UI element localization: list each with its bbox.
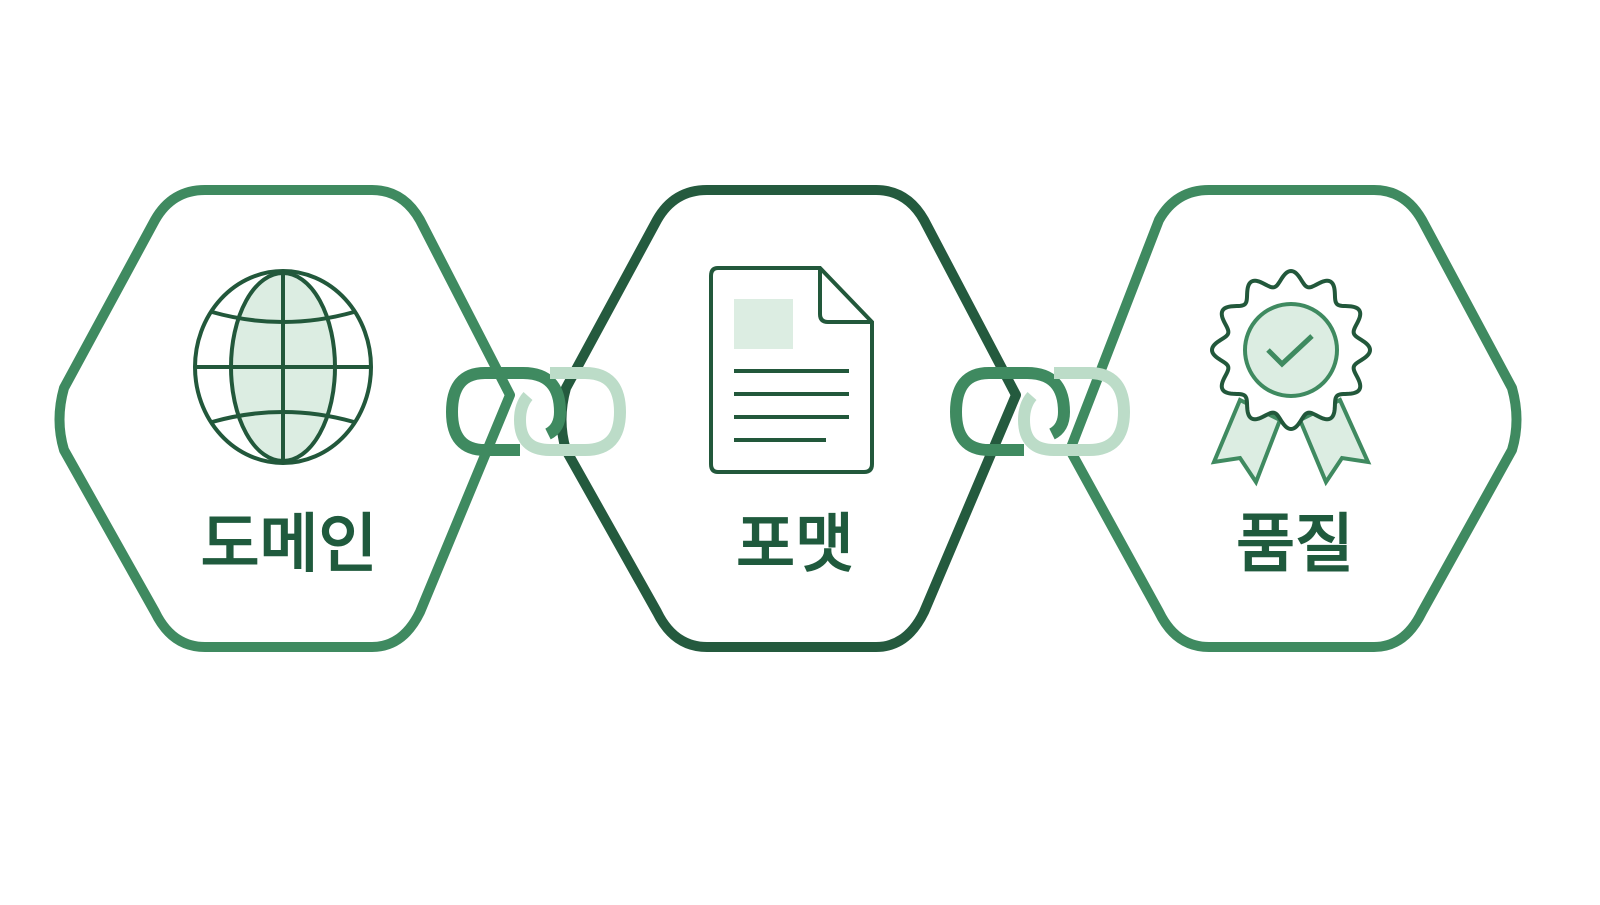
card-quality: 품질 — [1065, 185, 1522, 652]
card-label: 포맷 — [736, 508, 854, 582]
hexagon-outline — [54, 185, 515, 652]
card-label: 품질 — [1236, 508, 1354, 582]
award-badge-icon — [1209, 268, 1373, 487]
card-format: 포맷 — [556, 185, 1021, 652]
chain-link-icon — [445, 367, 627, 456]
card-label: 도메인 — [201, 508, 378, 582]
chain-link-icon — [949, 367, 1131, 456]
card-domain: 도메인 — [54, 185, 515, 652]
hexagon-outline — [1065, 185, 1522, 652]
document-icon — [709, 266, 874, 474]
globe-icon — [193, 269, 373, 465]
hexagon-outline — [556, 185, 1021, 652]
